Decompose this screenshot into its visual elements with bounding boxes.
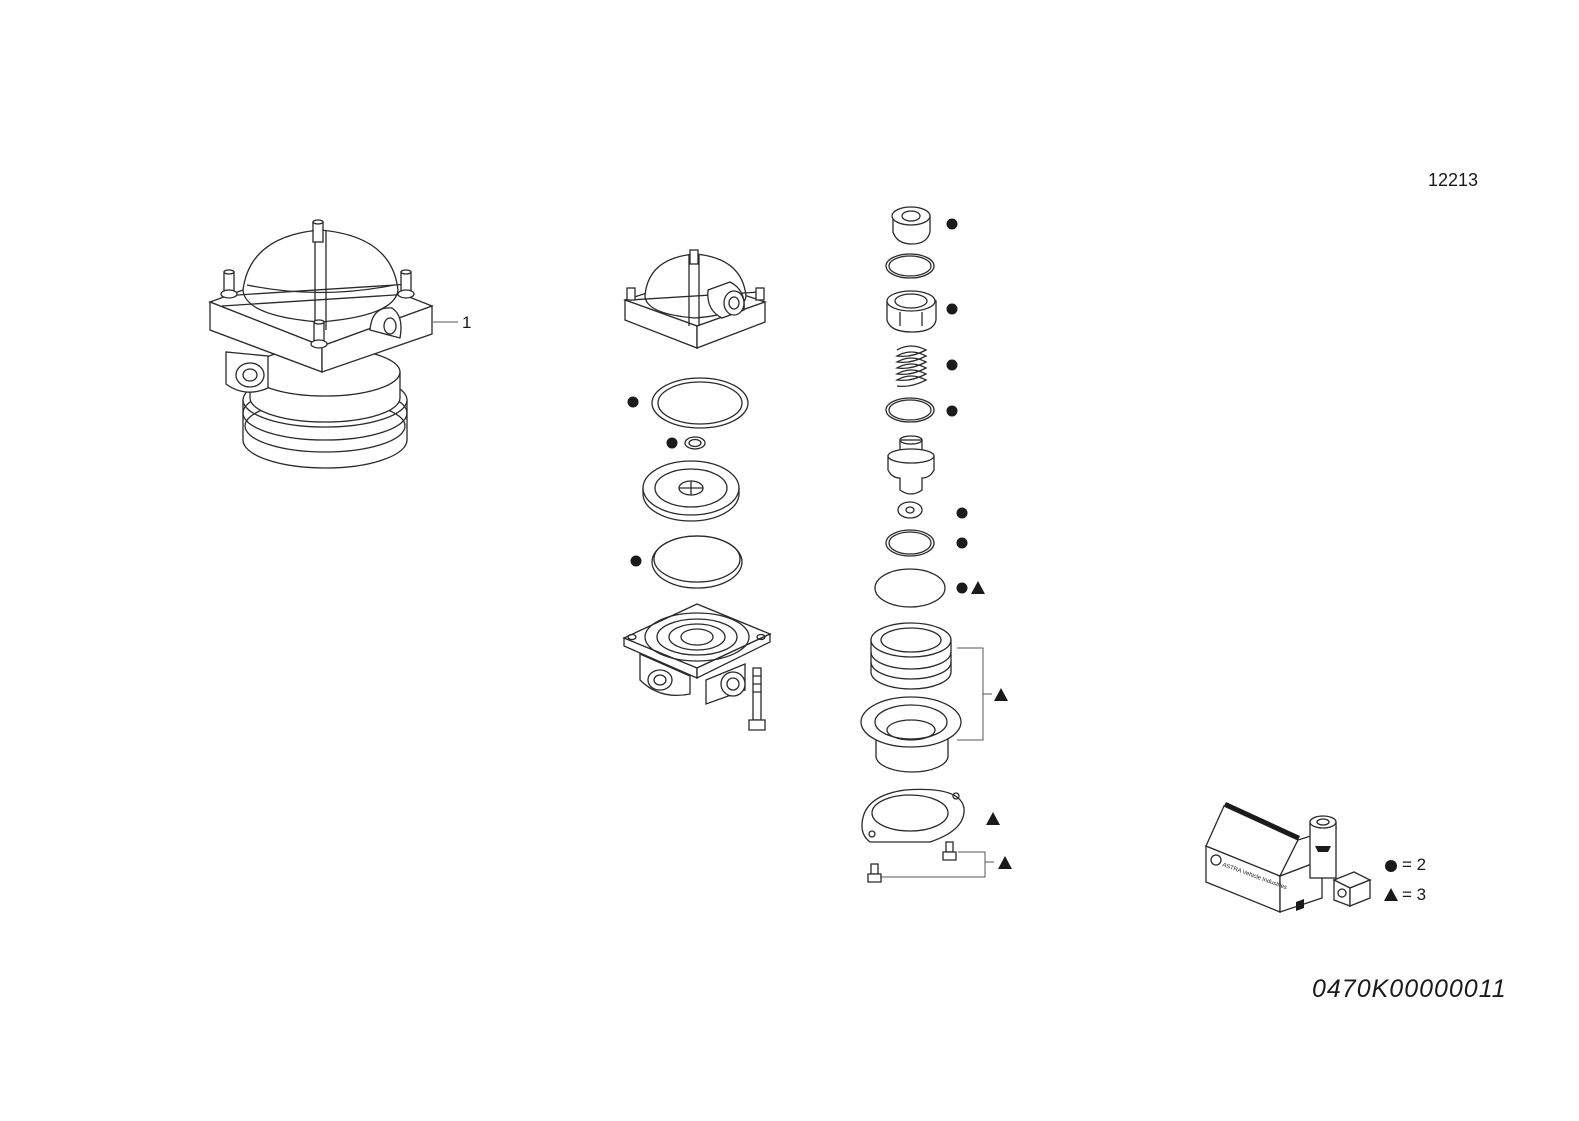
- filled-circle-icon: [956, 537, 968, 549]
- part-code: 0470K00000011: [1312, 975, 1507, 1003]
- lower-gasket: [651, 535, 743, 589]
- filled-triangle-icon: [998, 856, 1012, 869]
- legend: [1384, 860, 1398, 901]
- retaining-plate: [861, 788, 965, 843]
- filled-circle-icon: [946, 218, 958, 230]
- legend-circle-icon: [1385, 860, 1397, 872]
- item-number-label: 1: [462, 313, 472, 332]
- filled-triangle-icon: [994, 688, 1008, 701]
- inlet-cap: [891, 206, 931, 245]
- valve-seat-small: [897, 501, 923, 519]
- filled-triangle-icon: [986, 812, 1000, 825]
- filled-circle-icon: [630, 555, 642, 567]
- repair-kit-box: ASTRA Vehicle Industries: [1205, 802, 1372, 913]
- filled-triangle-icon: [971, 581, 985, 594]
- legend-triangle-quantity: = 3: [1402, 885, 1427, 904]
- filled-circle-icon: [627, 396, 639, 408]
- piston-grooved: [870, 622, 952, 690]
- diaphragm-piston: [642, 460, 740, 522]
- stud-bolts: [220, 219, 415, 349]
- filled-circle-icon: [946, 405, 958, 417]
- o-ring-2: [885, 397, 935, 423]
- valve-guide: [886, 290, 937, 333]
- grouping-leaders: [880, 647, 994, 878]
- filled-circle-icon: [956, 507, 968, 519]
- cover-assembly: [622, 249, 768, 349]
- spring: [895, 345, 928, 388]
- disc-seal: [874, 568, 946, 608]
- filled-circle-icon: [956, 582, 968, 594]
- filled-circle-icon: [946, 359, 958, 371]
- circle-markers: [627, 218, 968, 594]
- piston-cup: [860, 696, 962, 773]
- legend-triangle-icon: [1384, 888, 1398, 901]
- legend-circle-quantity: = 2: [1402, 855, 1427, 874]
- valve-body: [622, 603, 772, 705]
- triangle-markers: [971, 581, 1012, 869]
- filled-circle-icon: [946, 303, 958, 315]
- assembled-valve-unit: [208, 219, 458, 469]
- small-screws: [867, 841, 957, 883]
- o-ring-3: [885, 529, 935, 557]
- plunger: [887, 435, 935, 495]
- o-ring-1: [885, 253, 935, 279]
- small-o-ring: [684, 436, 706, 450]
- large-gasket: [651, 377, 749, 429]
- long-bolt: [748, 667, 766, 731]
- reference-number: 12213: [1428, 170, 1479, 190]
- filled-circle-icon: [666, 437, 678, 449]
